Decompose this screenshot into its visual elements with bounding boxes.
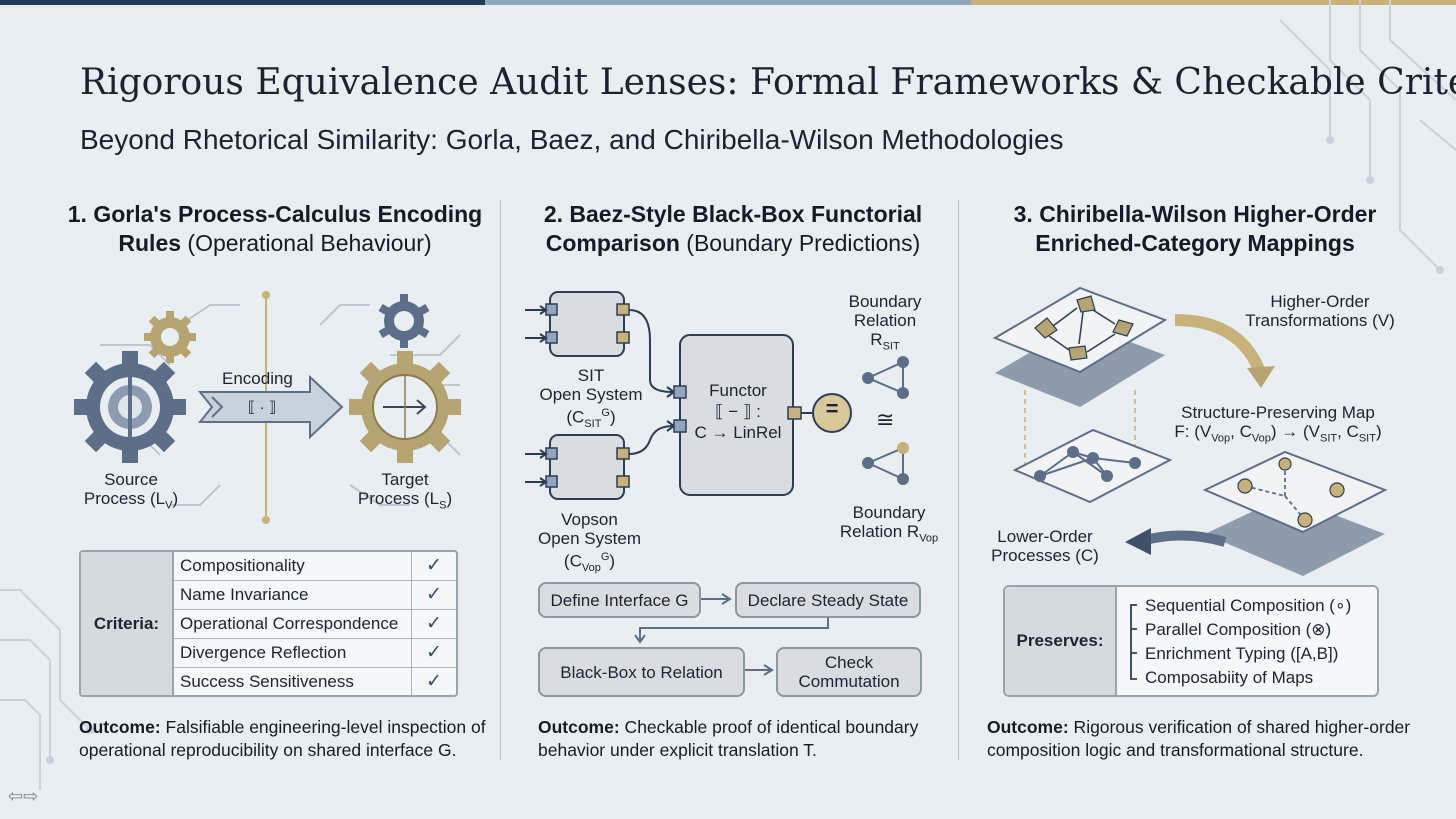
step-define-interface: Define Interface G (538, 582, 701, 618)
top-accent-bar (0, 0, 1456, 5)
nav-arrows-icon[interactable]: ⇦⇨ (8, 786, 39, 806)
small-blue-gear-icon (378, 294, 430, 348)
relation-graph-sit-icon (862, 356, 909, 399)
equals-sign: = (825, 396, 839, 421)
preserves-item: Enrichment Typing ([A,B]) (1145, 644, 1339, 663)
page-subtitle: Beyond Rhetorical Similarity: Gorla, Bae… (80, 124, 1064, 155)
chiribella-wilson-diagram (992, 286, 1388, 576)
criteria-table: Criteria: Compositionality✓ Name Invaria… (79, 550, 458, 697)
step-declare-steady-state: Declare Steady State (735, 582, 921, 618)
column-divider-2 (958, 200, 959, 760)
criteria-row: Operational Correspondence✓ (174, 610, 456, 639)
encoding-symbol: ⟦ · ⟧ (248, 399, 277, 416)
encoding-arrow-icon (197, 374, 344, 440)
criteria-row: Compositionality✓ (174, 552, 456, 581)
criteria-row: Name Invariance✓ (174, 581, 456, 610)
col2-outcome: Outcome: Checkable proof of identical bo… (538, 717, 919, 760)
steps-flow-arrows (634, 593, 829, 676)
encoding-label: Encoding (222, 369, 293, 388)
preserves-bracket (1130, 604, 1137, 680)
target-gear-icon (349, 351, 461, 463)
checkmark-icon: ✓ (411, 668, 456, 695)
criteria-row: Divergence Reflection✓ (174, 639, 456, 668)
preserves-item: Parallel Composition (⊗) (1145, 620, 1332, 639)
preserves-item: Sequential Composition (∘) (1145, 596, 1352, 615)
criteria-row: Success Sensitiveness✓ (174, 668, 456, 695)
baez-functor-diagram (525, 291, 909, 500)
step-check-commutation: Check Commutation (776, 647, 922, 697)
checkmark-icon: ✓ (411, 552, 456, 580)
col1-outcome: Outcome: Falsifiable engineering-level i… (79, 717, 486, 760)
gorla-encoding-diagram (74, 291, 461, 524)
isomorphic-symbol: ≅ (876, 407, 895, 432)
criteria-label: Criteria: (81, 552, 174, 695)
relation-graph-vop-icon (862, 442, 909, 485)
preserves-box: Preserves: Sequential Composition (∘) Pa… (1003, 585, 1379, 697)
small-gold-gear-icon (144, 311, 196, 363)
structure-preserving-map-label: Structure-Preserving Map F: (VVop, CVop)… (1174, 403, 1382, 445)
checkmark-icon: ✓ (411, 610, 456, 638)
page-title: Rigorous Equivalence Audit Lenses: Forma… (80, 62, 1456, 103)
col3-outcome: Outcome: Rigorous verification of shared… (987, 717, 1411, 760)
source-gear-icon (74, 351, 186, 463)
checkmark-icon: ✓ (411, 639, 456, 667)
preserves-item: Composabiity of Maps (1145, 668, 1314, 687)
column-divider-1 (500, 200, 501, 760)
preserves-label: Preserves: (1005, 587, 1117, 695)
checkmark-icon: ✓ (411, 581, 456, 609)
step-black-box-to-relation: Black-Box to Relation (538, 647, 745, 697)
functor-box-label: Functor⟦ − ⟧ :C → LinRel (694, 381, 782, 442)
